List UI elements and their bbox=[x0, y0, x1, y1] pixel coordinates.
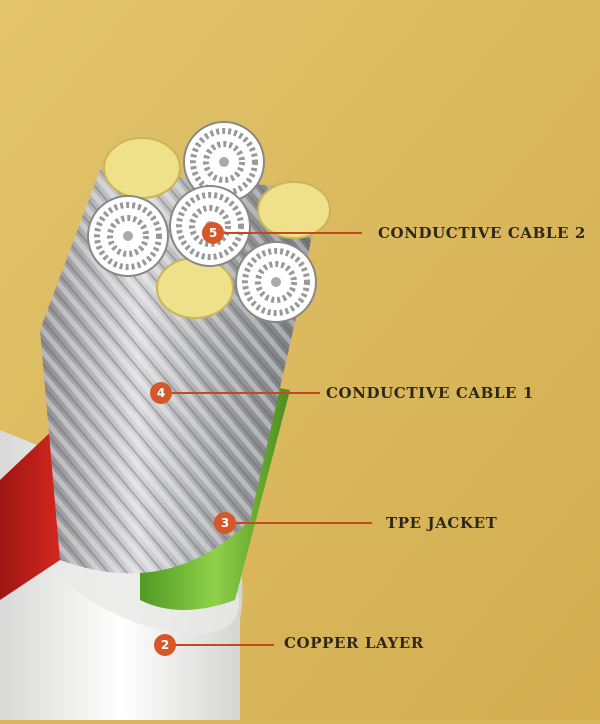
callout-badge-2: 2 bbox=[154, 634, 176, 656]
callout-badge-3: 3 bbox=[214, 512, 236, 534]
leader-line bbox=[170, 392, 320, 394]
callout-label-conductive-cable-2: CONDUCTIVE CABLE 2 bbox=[378, 224, 586, 242]
leader-line bbox=[234, 522, 372, 524]
callout-label-copper-layer: COPPER LAYER bbox=[284, 634, 424, 652]
callout-label-tpe-jacket: TPE JACKET bbox=[386, 514, 498, 532]
leader-line bbox=[222, 232, 362, 234]
conductor-end bbox=[257, 181, 331, 239]
conductor-end bbox=[103, 137, 181, 199]
wire-bundle bbox=[235, 241, 317, 323]
callout-badge-5: 5 bbox=[202, 222, 224, 244]
leader-line bbox=[174, 644, 274, 646]
callout-badge-4: 4 bbox=[150, 382, 172, 404]
callout-label-conductive-cable-1: CONDUCTIVE CABLE 1 bbox=[326, 384, 534, 402]
wire-bundle bbox=[87, 195, 169, 277]
conductor-end bbox=[156, 257, 234, 319]
